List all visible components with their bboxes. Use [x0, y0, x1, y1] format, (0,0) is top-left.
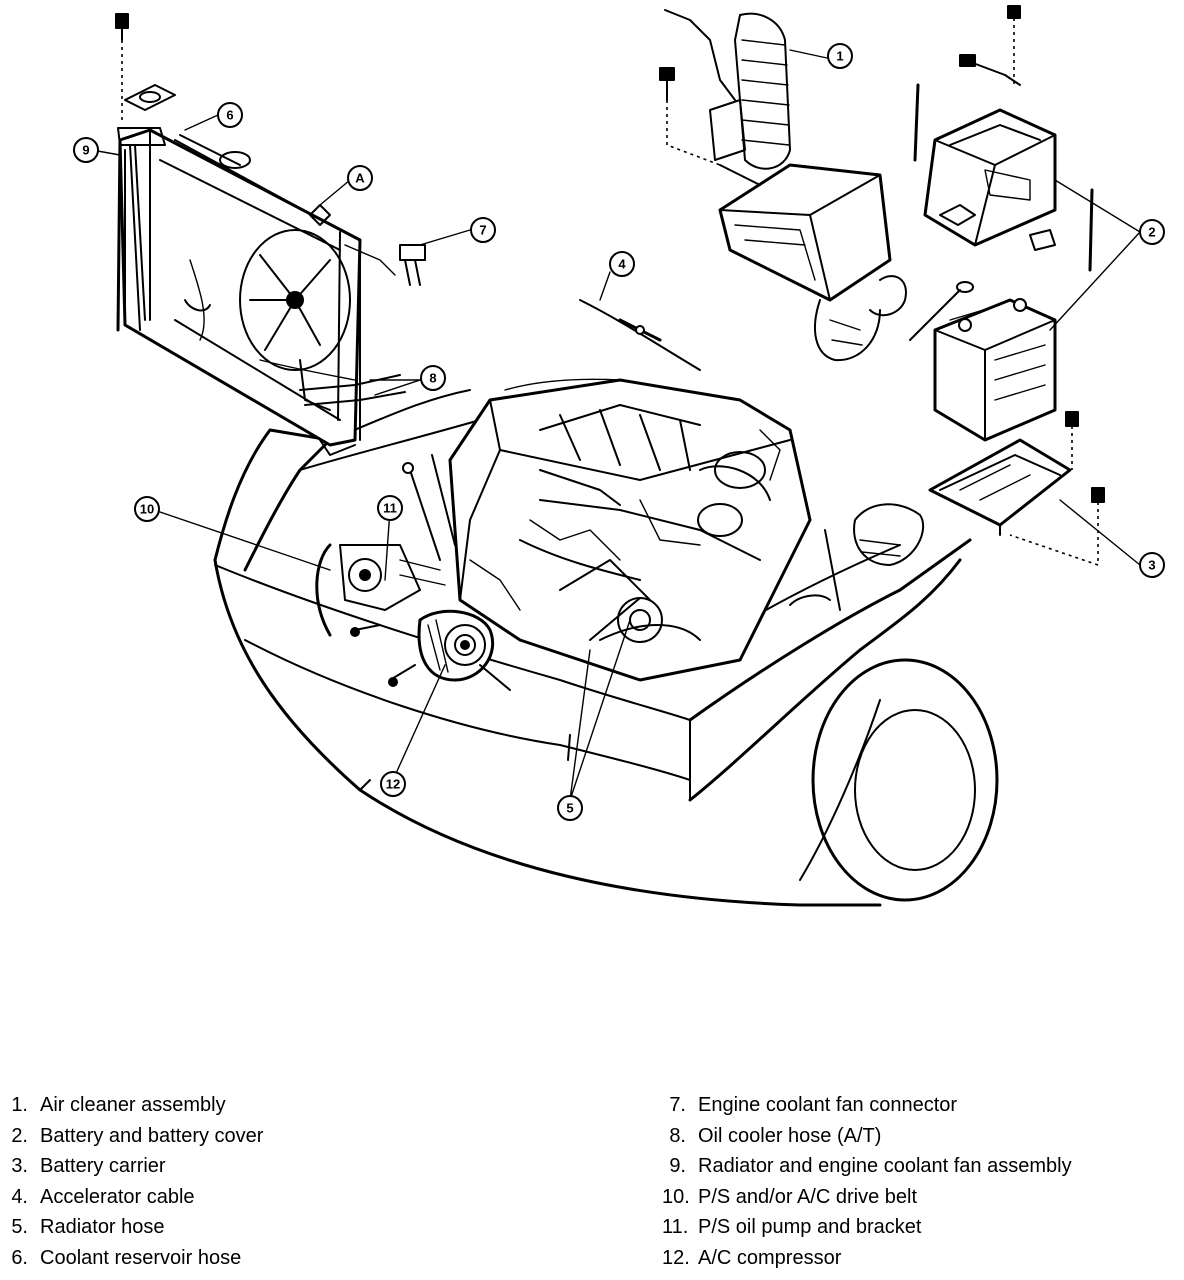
callout-5: 5 — [557, 795, 583, 821]
radiator-fan-assembly — [116, 127, 396, 456]
legend-text: Accelerator cable — [40, 1185, 195, 1208]
oil-cooler-hoses — [259, 359, 406, 406]
car-body-outline — [213, 389, 972, 907]
legend-number: 7. — [669, 1094, 686, 1116]
accelerator-cable — [579, 299, 701, 371]
callout-3: 3 — [1139, 552, 1165, 578]
legend-text: A/C compressor — [698, 1246, 842, 1269]
legend-text: Oil cooler hose (A/T) — [698, 1124, 882, 1147]
battery — [909, 281, 1057, 442]
legend-text: Radiator and engine coolant fan assembly — [698, 1155, 1072, 1177]
legend-item: 3. Battery carrier — [8, 1151, 568, 1182]
legend-text: Air cleaner assembly — [40, 1094, 226, 1116]
svg-text:9: 9 — [82, 143, 89, 158]
callout-4: 4 — [609, 251, 635, 277]
svg-text:11: 11 — [383, 501, 397, 516]
callout-12: 12 — [380, 771, 406, 797]
legend-item: 12. A/C compressor — [662, 1243, 1177, 1274]
legend-number: 9. — [669, 1155, 686, 1177]
legend-item: 5. Radiator hose — [8, 1212, 568, 1243]
battery-cover — [923, 108, 1057, 247]
dipstick — [402, 454, 841, 611]
callout-2: 2 — [1139, 219, 1165, 245]
ac-compressor — [350, 609, 511, 691]
svg-text:5: 5 — [566, 801, 573, 816]
legend-text: Engine coolant fan connector — [698, 1094, 958, 1116]
legend-item: 10. P/S and/or A/C drive belt — [662, 1182, 1177, 1213]
legend-item: 9. Radiator and engine coolant fan assemb… — [662, 1151, 1177, 1182]
legend-number: 1. — [11, 1094, 28, 1116]
legend-number: 10. — [662, 1185, 690, 1208]
callout-6: 6 — [217, 102, 243, 128]
legend-number: 8. — [669, 1124, 686, 1147]
ps-pump-and-bracket — [315, 543, 446, 637]
legend-text: Battery carrier — [40, 1155, 166, 1177]
svg-text:8: 8 — [429, 371, 436, 386]
svg-text:10: 10 — [140, 502, 154, 517]
svg-text:1: 1 — [836, 49, 843, 64]
svg-text:4: 4 — [618, 257, 626, 272]
legend-text: P/S oil pump and bracket — [698, 1216, 922, 1238]
svg-text:3: 3 — [1148, 558, 1155, 573]
legend-number: 4. — [11, 1185, 28, 1208]
legend-item: 4. Accelerator cable — [8, 1182, 568, 1213]
legend-number: 3. — [11, 1155, 28, 1177]
svg-text:6: 6 — [226, 108, 233, 123]
legend-text: Radiator hose — [40, 1216, 165, 1238]
legend-column-left: 1. Air cleaner assembly 2. Battery and bat… — [8, 1090, 568, 1273]
legend-item: 6. Coolant reservoir hose — [8, 1243, 568, 1274]
callout-10: 10 — [134, 496, 160, 522]
callout-8: 8 — [420, 365, 446, 391]
callout-a: A — [347, 165, 373, 191]
svg-text:12: 12 — [386, 777, 400, 792]
callout-1: 1 — [827, 43, 853, 69]
legend-column-right: 7. Engine coolant fan connector 8. Oil coo… — [662, 1090, 1177, 1273]
air-cleaner-assembly — [659, 9, 907, 362]
reservoir-cap-and-bolt — [115, 13, 176, 120]
legend-number: 6. — [11, 1246, 28, 1269]
hold-down-rods — [913, 83, 1094, 272]
legend-item: 2. Battery and battery cover — [8, 1121, 568, 1152]
svg-text:2: 2 — [1148, 225, 1155, 240]
callout-9: 9 — [73, 137, 99, 163]
engine-block — [448, 378, 812, 682]
legend-number: 2. — [11, 1124, 28, 1147]
legend-item: 11. P/S oil pump and bracket — [662, 1212, 1177, 1243]
legend-item: 8. Oil cooler hose (A/T) — [662, 1121, 1177, 1152]
legend-text: Coolant reservoir hose — [40, 1246, 242, 1269]
legend-number: 11. — [662, 1216, 689, 1238]
battery-hold-bolt — [959, 5, 1021, 86]
coolant-reservoir — [853, 503, 925, 566]
exploded-engine-diagram: 1 2 3 4 5 6 7 8 9 10 11 12 — [73, 5, 1165, 907]
legend-item: 1. Air cleaner assembly — [8, 1090, 568, 1121]
svg-text:A: A — [355, 171, 365, 186]
battery-carrier — [928, 411, 1105, 567]
parts-legend: 1. Air cleaner assembly 2. Battery and bat… — [0, 1090, 1184, 1280]
fan-connector — [399, 244, 426, 286]
front-wheel — [799, 658, 999, 902]
callout-11: 11 — [377, 495, 403, 521]
legend-number: 5. — [11, 1216, 28, 1238]
legend-text: P/S and/or A/C drive belt — [698, 1185, 918, 1208]
legend-number: 12. — [662, 1246, 690, 1269]
leader-lines — [91, 49, 1141, 801]
svg-text:7: 7 — [479, 223, 486, 238]
legend-text: Battery and battery cover — [40, 1124, 264, 1147]
legend-item: 7. Engine coolant fan connector — [662, 1090, 1177, 1121]
callout-7: 7 — [470, 217, 496, 243]
battery-clip — [1029, 229, 1056, 251]
